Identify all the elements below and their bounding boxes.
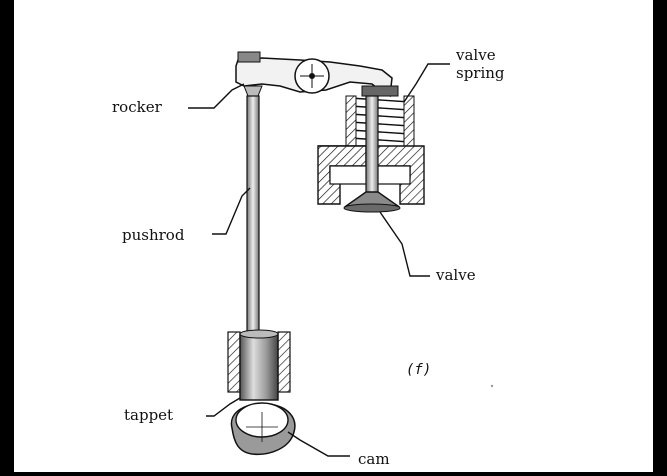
tappet — [227, 329, 291, 401]
scan-speck — [490, 384, 494, 388]
valve-spring-label-line2: spring — [456, 64, 505, 82]
valve-label: valve — [435, 266, 476, 284]
valve-spring — [345, 85, 415, 147]
rocker-label: rocker — [112, 98, 163, 116]
leader-lines — [188, 63, 450, 457]
tappet-label: tappet — [124, 406, 173, 424]
pushrod — [246, 95, 260, 337]
valve-spring-label-line1: valve — [455, 46, 496, 64]
cam — [230, 402, 296, 456]
cam-label: cam — [358, 450, 390, 468]
rocker-arm — [235, 51, 393, 98]
valve — [343, 95, 401, 213]
pushrod-label: pushrod — [122, 226, 185, 244]
figure-tag: (f) — [406, 362, 431, 378]
